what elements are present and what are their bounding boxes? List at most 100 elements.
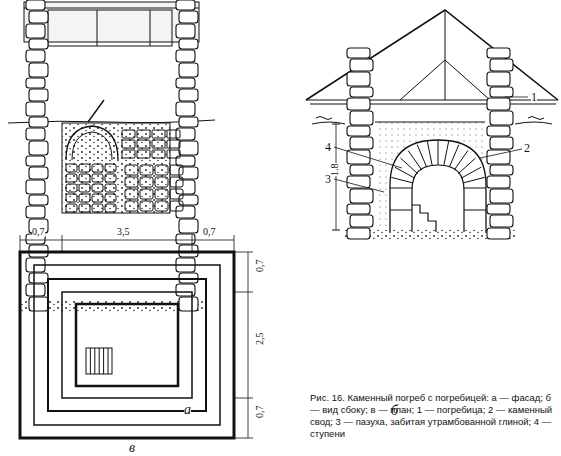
stone-stroke <box>29 39 48 49</box>
stone-stroke <box>391 177 412 183</box>
stone-stroke <box>347 228 370 239</box>
stone-stroke <box>92 174 103 182</box>
stone-stroke <box>140 177 153 187</box>
stone-stroke <box>29 89 48 101</box>
stone-stroke <box>176 0 195 10</box>
stone-stroke <box>176 206 195 218</box>
stone-stroke <box>26 284 45 296</box>
stone-stroke <box>125 177 138 187</box>
stone-stroke <box>79 174 90 182</box>
stone-stroke <box>490 165 513 175</box>
stone-stroke <box>152 140 165 148</box>
stone-stroke <box>390 210 412 211</box>
stone-stroke <box>26 180 45 194</box>
stone-stroke <box>490 111 513 125</box>
stone-stroke <box>29 141 48 155</box>
stone-stroke <box>179 141 198 155</box>
stone-stroke <box>390 188 412 189</box>
stone-stroke <box>92 194 103 202</box>
stone-stroke <box>350 87 373 97</box>
stone-stroke <box>105 164 116 172</box>
stone-stroke <box>449 145 459 168</box>
stone-stroke <box>179 195 198 205</box>
dimension: 0,7 <box>255 406 265 419</box>
stone-stroke <box>490 189 513 203</box>
stone-stroke <box>140 201 153 211</box>
stone-stroke <box>125 201 138 211</box>
stone-stroke <box>350 59 373 71</box>
stone-stroke <box>170 201 183 211</box>
stone-stroke <box>103 348 104 374</box>
stone-stroke <box>167 140 180 148</box>
stone-stroke <box>29 63 48 77</box>
dimension: 2,5 <box>255 333 265 346</box>
stone-stroke <box>125 165 138 175</box>
stone-stroke <box>464 188 486 189</box>
stone-stroke <box>170 165 183 175</box>
dimension: 0,7 <box>203 227 216 237</box>
dimension: 0,7 <box>32 227 45 237</box>
stone-stroke <box>26 78 45 88</box>
stone-stroke <box>92 164 103 172</box>
stone-stroke <box>79 164 90 172</box>
stone-stroke <box>155 165 168 175</box>
stone-stroke <box>26 128 45 140</box>
stone-stroke <box>179 117 198 127</box>
stone-stroke <box>350 189 373 203</box>
stone-stroke <box>347 48 370 58</box>
stone-stroke <box>350 165 373 175</box>
stone-stroke <box>490 215 513 227</box>
callout-number: 4 <box>325 141 331 153</box>
stone-stroke <box>29 297 48 311</box>
stone-stroke <box>26 206 45 218</box>
stone-stroke <box>26 102 45 116</box>
stone-stroke <box>438 140 439 165</box>
stone-stroke <box>427 141 432 165</box>
stone-stroke <box>29 11 48 23</box>
stone-stroke <box>29 273 48 283</box>
stone-stroke <box>176 50 195 62</box>
stone-stroke <box>66 174 77 182</box>
callout-number: 2 <box>524 142 530 154</box>
stone-stroke <box>125 189 138 199</box>
stone-stroke <box>176 78 195 88</box>
stone-stroke <box>140 165 153 175</box>
stone-stroke <box>122 140 135 148</box>
stone-stroke <box>152 150 165 158</box>
stone-stroke <box>487 98 510 110</box>
view-letter: а <box>184 403 191 417</box>
stone-stroke <box>487 176 510 188</box>
stone-stroke <box>417 145 427 168</box>
stone-stroke <box>350 137 373 149</box>
stone-stroke <box>179 11 198 23</box>
stone-stroke <box>179 89 198 101</box>
stone-stroke <box>90 348 91 374</box>
plan-view <box>20 235 253 438</box>
stone-stroke <box>92 204 103 212</box>
stone-stroke <box>350 215 373 227</box>
dimension: 0,7 <box>255 260 265 273</box>
stone-stroke <box>444 141 449 165</box>
stone-stroke <box>137 130 150 138</box>
stone-stroke <box>463 177 484 183</box>
stone-stroke <box>155 201 168 211</box>
stone-stroke <box>170 189 183 199</box>
stone-stroke <box>487 228 510 239</box>
stone-stroke <box>170 177 183 187</box>
stone-stroke <box>140 189 153 199</box>
stone-stroke <box>347 204 370 214</box>
stone-stroke <box>137 140 150 148</box>
stone-stroke <box>347 72 370 86</box>
stone-stroke <box>350 111 373 125</box>
stone-stroke <box>105 174 116 182</box>
stone-stroke <box>137 150 150 158</box>
stone-stroke <box>487 126 510 136</box>
stone-stroke <box>176 24 195 38</box>
stone-stroke <box>29 117 48 127</box>
stone-stroke <box>347 126 370 136</box>
stone-stroke <box>105 194 116 202</box>
stone-stroke <box>105 204 116 212</box>
stone-stroke <box>487 48 510 58</box>
